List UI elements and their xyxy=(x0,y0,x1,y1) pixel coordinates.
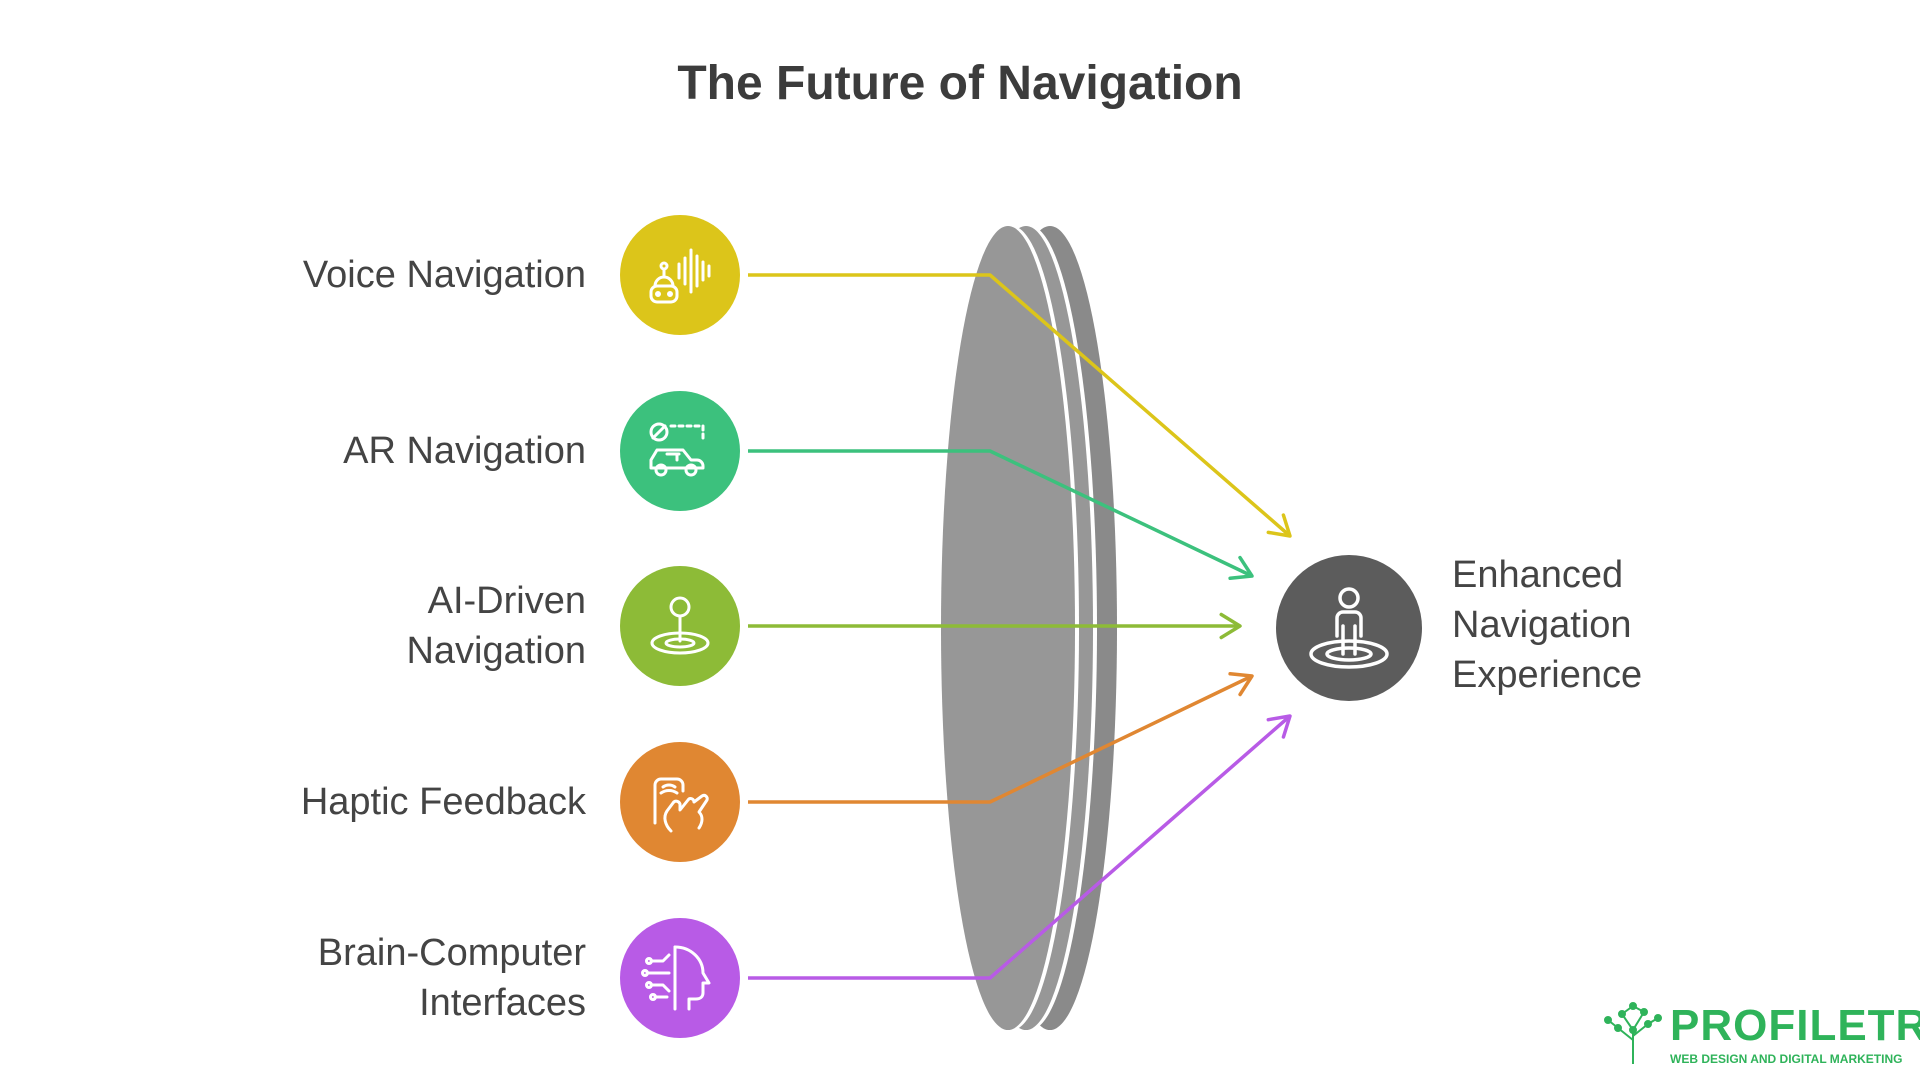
input-label: AR Navigation xyxy=(66,426,586,476)
input-circle xyxy=(620,391,740,511)
diagram-title: The Future of Navigation xyxy=(677,57,1243,110)
result-label-line: Navigation xyxy=(1452,604,1632,646)
input-label-line: AI-Driven xyxy=(427,580,586,622)
arrowhead xyxy=(1219,612,1242,640)
input-circle xyxy=(620,215,740,335)
brain-circuit-head-icon xyxy=(641,945,711,1011)
person-standing-target-icon xyxy=(1309,587,1389,669)
voice-robot-icon xyxy=(649,248,711,304)
arrowhead xyxy=(1228,672,1254,697)
profiletree-logo: PROFILETREE WEB DESIGN AND DIGITAL MARKE… xyxy=(1600,1000,1920,1070)
input-label-line: Haptic Feedback xyxy=(300,781,586,823)
lens-shape xyxy=(941,226,1117,1030)
ar-car-icon xyxy=(649,422,705,477)
input-label: Haptic Feedback xyxy=(66,777,586,827)
logo-name: PROFILETREE xyxy=(1670,1001,1920,1050)
input-circle xyxy=(620,566,740,686)
arrowhead xyxy=(1266,513,1292,538)
arrowhead xyxy=(1228,555,1254,581)
connector-arrow xyxy=(748,714,1292,980)
input-label-line: Interfaces xyxy=(419,982,586,1024)
location-pin-target-icon xyxy=(650,596,710,655)
input-circle xyxy=(620,742,740,862)
result-circle xyxy=(1276,555,1422,701)
result-label-line: Experience xyxy=(1452,654,1643,696)
result-label: Enhanced Navigation Experience xyxy=(1452,550,1642,700)
input-label-line: Brain-Computer xyxy=(317,932,586,974)
input-label: Voice Navigation xyxy=(66,250,586,300)
result-label-line: Enhanced xyxy=(1452,554,1624,596)
input-label-line: Navigation xyxy=(406,630,586,672)
tree-network-logo-icon xyxy=(1604,1002,1662,1064)
connector-arrow xyxy=(748,273,1292,538)
input-label-line: AR Navigation xyxy=(343,430,586,472)
connector-arrow xyxy=(748,449,1253,578)
logo-tagline: WEB DESIGN AND DIGITAL MARKETING xyxy=(1670,1052,1903,1066)
input-circle xyxy=(620,918,740,1038)
haptic-hand-icon xyxy=(653,777,709,833)
arrowhead xyxy=(1266,714,1292,739)
input-label-line: Voice Navigation xyxy=(302,254,586,296)
connector-arrow xyxy=(748,674,1253,804)
